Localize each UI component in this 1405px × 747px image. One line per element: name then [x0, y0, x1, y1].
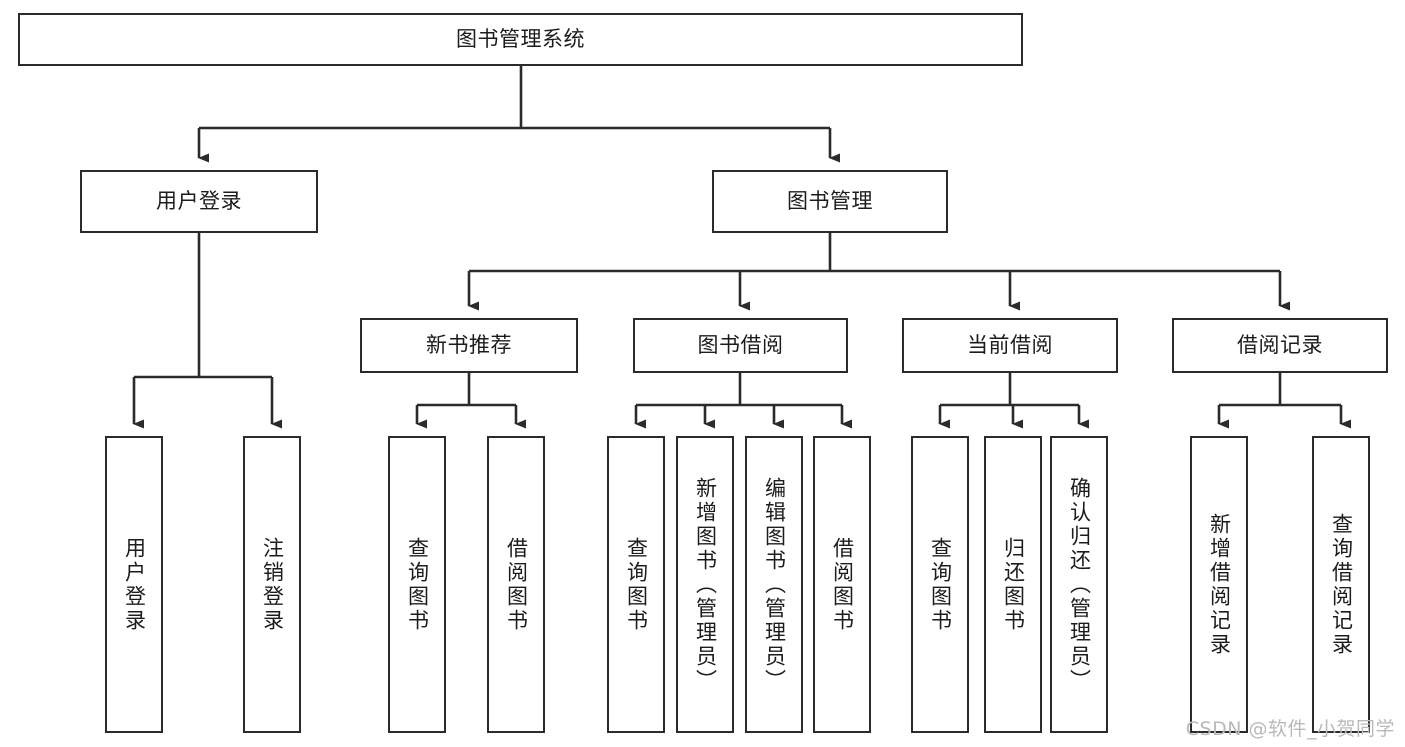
- leaf-node-label: 编辑图书（管理员）: [762, 476, 787, 693]
- root-node-box-0[interactable]: 图书管理系统: [18, 13, 1023, 66]
- leaf-node-box-9[interactable]: 归还图书: [984, 436, 1042, 733]
- leaf-node-label: 借阅图书: [504, 536, 529, 633]
- level2-node-label: 图书管理: [787, 189, 873, 214]
- leaf-node-box-0[interactable]: 用户登录: [105, 436, 163, 733]
- level3-node-box-3[interactable]: 借阅记录: [1172, 318, 1388, 373]
- leaf-node-box-6[interactable]: 编辑图书（管理员）: [745, 436, 803, 733]
- leaf-node-label: 注销登录: [260, 536, 285, 633]
- level3-node-label: 新书推荐: [426, 333, 512, 358]
- level3-node-box-0[interactable]: 新书推荐: [360, 318, 578, 373]
- level3-node-box-1[interactable]: 图书借阅: [633, 318, 848, 373]
- leaf-node-box-5[interactable]: 新增图书（管理员）: [676, 436, 734, 733]
- leaf-node-label: 查询借阅记录: [1329, 512, 1354, 657]
- leaf-node-label: 新增借阅记录: [1207, 512, 1232, 657]
- level2-node-box-1[interactable]: 图书管理: [712, 170, 948, 233]
- leaf-node-box-8[interactable]: 查询图书: [911, 436, 969, 733]
- leaf-node-label: 查询图书: [624, 536, 649, 633]
- leaf-node-box-4[interactable]: 查询图书: [607, 436, 665, 733]
- level3-node-label: 借阅记录: [1237, 333, 1323, 358]
- leaf-node-label: 查询图书: [405, 536, 430, 633]
- leaf-node-label: 新增图书（管理员）: [693, 476, 718, 693]
- csdn-watermark: CSDN @软件_小贺同学: [1185, 718, 1395, 740]
- leaf-node-box-11[interactable]: 新增借阅记录: [1190, 436, 1248, 733]
- leaf-node-box-10[interactable]: 确认归还（管理员）: [1050, 436, 1108, 733]
- root-node-label: 图书管理系统: [456, 27, 585, 52]
- level3-node-label: 当前借阅: [967, 333, 1053, 358]
- leaf-node-box-7[interactable]: 借阅图书: [813, 436, 871, 733]
- leaf-node-label: 借阅图书: [830, 536, 855, 633]
- leaf-node-label: 归还图书: [1001, 536, 1026, 633]
- leaf-node-box-2[interactable]: 查询图书: [388, 436, 446, 733]
- leaf-node-label: 用户登录: [122, 536, 147, 633]
- level3-node-label: 图书借阅: [697, 333, 784, 358]
- level2-node-label: 用户登录: [156, 189, 242, 214]
- level2-node-box-0[interactable]: 用户登录: [80, 170, 318, 233]
- leaf-node-label: 查询图书: [928, 536, 953, 633]
- leaf-node-box-1[interactable]: 注销登录: [243, 436, 301, 733]
- leaf-node-label: 确认归还（管理员）: [1067, 476, 1092, 693]
- leaf-node-box-3[interactable]: 借阅图书: [487, 436, 545, 733]
- leaf-node-box-12[interactable]: 查询借阅记录: [1312, 436, 1370, 733]
- level3-node-box-2[interactable]: 当前借阅: [902, 318, 1118, 373]
